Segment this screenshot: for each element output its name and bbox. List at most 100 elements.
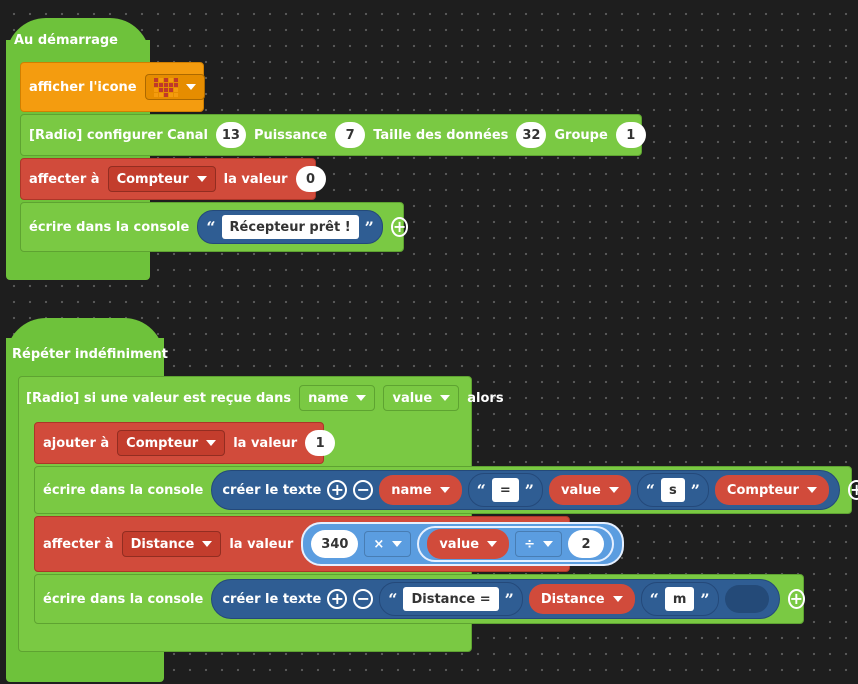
- remove-part-icon[interactable]: −: [353, 480, 374, 500]
- show-icon-label: afficher l'icone: [29, 79, 137, 95]
- radio-receive-label: [Radio] si une valeur est reçue dans: [26, 390, 292, 406]
- compteur-dropdown-label: Compteur: [116, 171, 189, 187]
- icon-dropdown[interactable]: [144, 74, 205, 100]
- multiply-op-text: ×: [373, 536, 385, 552]
- value-label: la valeur: [229, 536, 294, 552]
- text-literal[interactable]: “ s ”: [636, 473, 709, 507]
- quote-close-icon: ”: [524, 480, 534, 500]
- show-icon-block[interactable]: afficher l'icone: [20, 62, 205, 112]
- add-item-icon[interactable]: +: [390, 217, 409, 237]
- value-var-text: value: [560, 482, 601, 498]
- chevron-down-icon: [543, 541, 554, 547]
- compteur-dropdown-label: Compteur: [126, 435, 199, 451]
- chevron-down-icon: [202, 541, 213, 547]
- add-to-compteur-block[interactable]: ajouter à Compteur la valeur 1: [34, 422, 336, 464]
- then-label: alors: [467, 390, 504, 406]
- distance-var-pill[interactable]: Distance: [528, 584, 635, 614]
- print-distance-block[interactable]: écrire dans la console créer le texte + …: [34, 574, 805, 624]
- set-compteur-block[interactable]: affecter à Compteur la valeur 0: [20, 158, 326, 200]
- text-literal[interactable]: “ Récepteur prêt ! ”: [197, 210, 383, 244]
- radio-config-label: [Radio] configurer Canal: [29, 127, 208, 143]
- name-var-pill[interactable]: name: [379, 475, 462, 505]
- num-2-input[interactable]: 2: [568, 530, 605, 558]
- quote-close-icon: ”: [690, 480, 700, 500]
- on-start-title: Au démarrage: [14, 33, 118, 48]
- create-text-block[interactable]: créer le texte + − name “ = ” value “ s …: [211, 470, 840, 510]
- value-var-dropdown[interactable]: value: [383, 385, 460, 411]
- chevron-down-icon: [196, 176, 207, 182]
- compteur-dropdown[interactable]: Compteur: [107, 166, 216, 192]
- taille-label: Taille des données: [373, 127, 509, 143]
- value-label: la valeur: [223, 171, 288, 187]
- text-literal[interactable]: “ m ”: [640, 582, 719, 616]
- quote-open-icon: “: [645, 480, 655, 500]
- create-text-label: créer le texte: [222, 482, 322, 498]
- set-label: affecter à: [29, 171, 100, 187]
- add-value-input[interactable]: 1: [305, 430, 336, 456]
- quote-open-icon: “: [206, 217, 216, 237]
- taille-input[interactable]: 32: [516, 122, 547, 148]
- set-distance-block[interactable]: affecter à Distance la valeur 340 × valu…: [34, 516, 625, 572]
- add-item-icon[interactable]: +: [847, 480, 858, 500]
- add-part-icon[interactable]: +: [327, 589, 348, 609]
- chevron-down-icon: [356, 395, 367, 401]
- value-var-pill[interactable]: value: [427, 529, 510, 559]
- puissance-label: Puissance: [253, 127, 328, 143]
- divide-op-text: ÷: [524, 536, 536, 552]
- equals-text-input[interactable]: =: [491, 478, 519, 502]
- add-part-icon[interactable]: +: [327, 480, 348, 500]
- quote-close-icon: ”: [504, 589, 514, 609]
- compteur-dropdown[interactable]: Compteur: [117, 430, 226, 456]
- add-item-icon[interactable]: +: [787, 589, 805, 609]
- value-var-label: value: [392, 390, 433, 406]
- print-label: écrire dans la console: [43, 482, 204, 498]
- forever-title: Répéter indéfiniment: [12, 347, 168, 362]
- name-var-label: name: [308, 390, 349, 406]
- multiply-op-dropdown[interactable]: ×: [364, 531, 412, 557]
- puissance-input[interactable]: 7: [335, 122, 366, 148]
- value-label: la valeur: [233, 435, 298, 451]
- print-block[interactable]: écrire dans la console “ Récepteur prêt …: [20, 202, 409, 252]
- divide-block[interactable]: value ÷ 2: [417, 526, 615, 562]
- radio-config-block[interactable]: [Radio] configurer Canal 13 Puissance 7 …: [20, 114, 646, 156]
- value-var-text: value: [439, 536, 480, 552]
- m-text-input[interactable]: m: [664, 587, 695, 611]
- add-label: ajouter à: [43, 435, 110, 451]
- canal-input[interactable]: 13: [215, 122, 246, 148]
- divide-op-dropdown[interactable]: ÷: [515, 531, 563, 557]
- quote-open-icon: “: [649, 589, 659, 609]
- distance-var-text: Distance: [540, 591, 605, 607]
- value-var-pill[interactable]: value: [548, 475, 631, 505]
- chevron-down-icon: [439, 487, 450, 493]
- name-var-dropdown[interactable]: name: [299, 385, 376, 411]
- groupe-label: Groupe: [554, 127, 608, 143]
- radio-receive-header: [Radio] si une valeur est reçue dans nam…: [18, 376, 504, 420]
- chevron-down-icon: [806, 487, 817, 493]
- compteur-var-text: Compteur: [726, 482, 799, 498]
- text-literal[interactable]: “ = ”: [467, 473, 543, 507]
- text-input[interactable]: Récepteur prêt !: [221, 215, 359, 239]
- compteur-var-pill[interactable]: Compteur: [714, 475, 829, 505]
- distance-text-input[interactable]: Distance =: [403, 587, 499, 611]
- quote-open-icon: “: [388, 589, 398, 609]
- s-text-input[interactable]: s: [660, 478, 685, 502]
- compteur-value-input[interactable]: 0: [295, 166, 326, 192]
- create-text-label: créer le texte: [222, 591, 322, 607]
- text-literal[interactable]: “ Distance = ”: [379, 582, 523, 616]
- multiply-block[interactable]: 340 × value ÷ 2: [301, 522, 625, 566]
- print-create-text-block[interactable]: écrire dans la console créer le texte + …: [34, 466, 858, 514]
- chevron-down-icon: [185, 84, 196, 90]
- empty-slot[interactable]: [724, 585, 769, 613]
- quote-open-icon: “: [476, 480, 486, 500]
- distance-dropdown[interactable]: Distance: [121, 531, 222, 557]
- groupe-input[interactable]: 1: [615, 122, 646, 148]
- print-label: écrire dans la console: [43, 591, 204, 607]
- distance-dropdown-label: Distance: [130, 536, 195, 552]
- name-var-text: name: [391, 482, 432, 498]
- chevron-down-icon: [608, 487, 619, 493]
- create-text-block[interactable]: créer le texte + − “ Distance = ” Distan…: [211, 579, 780, 619]
- chevron-down-icon: [206, 440, 217, 446]
- num-340-input[interactable]: 340: [311, 530, 359, 558]
- chevron-down-icon: [612, 596, 623, 602]
- remove-part-icon[interactable]: −: [353, 589, 374, 609]
